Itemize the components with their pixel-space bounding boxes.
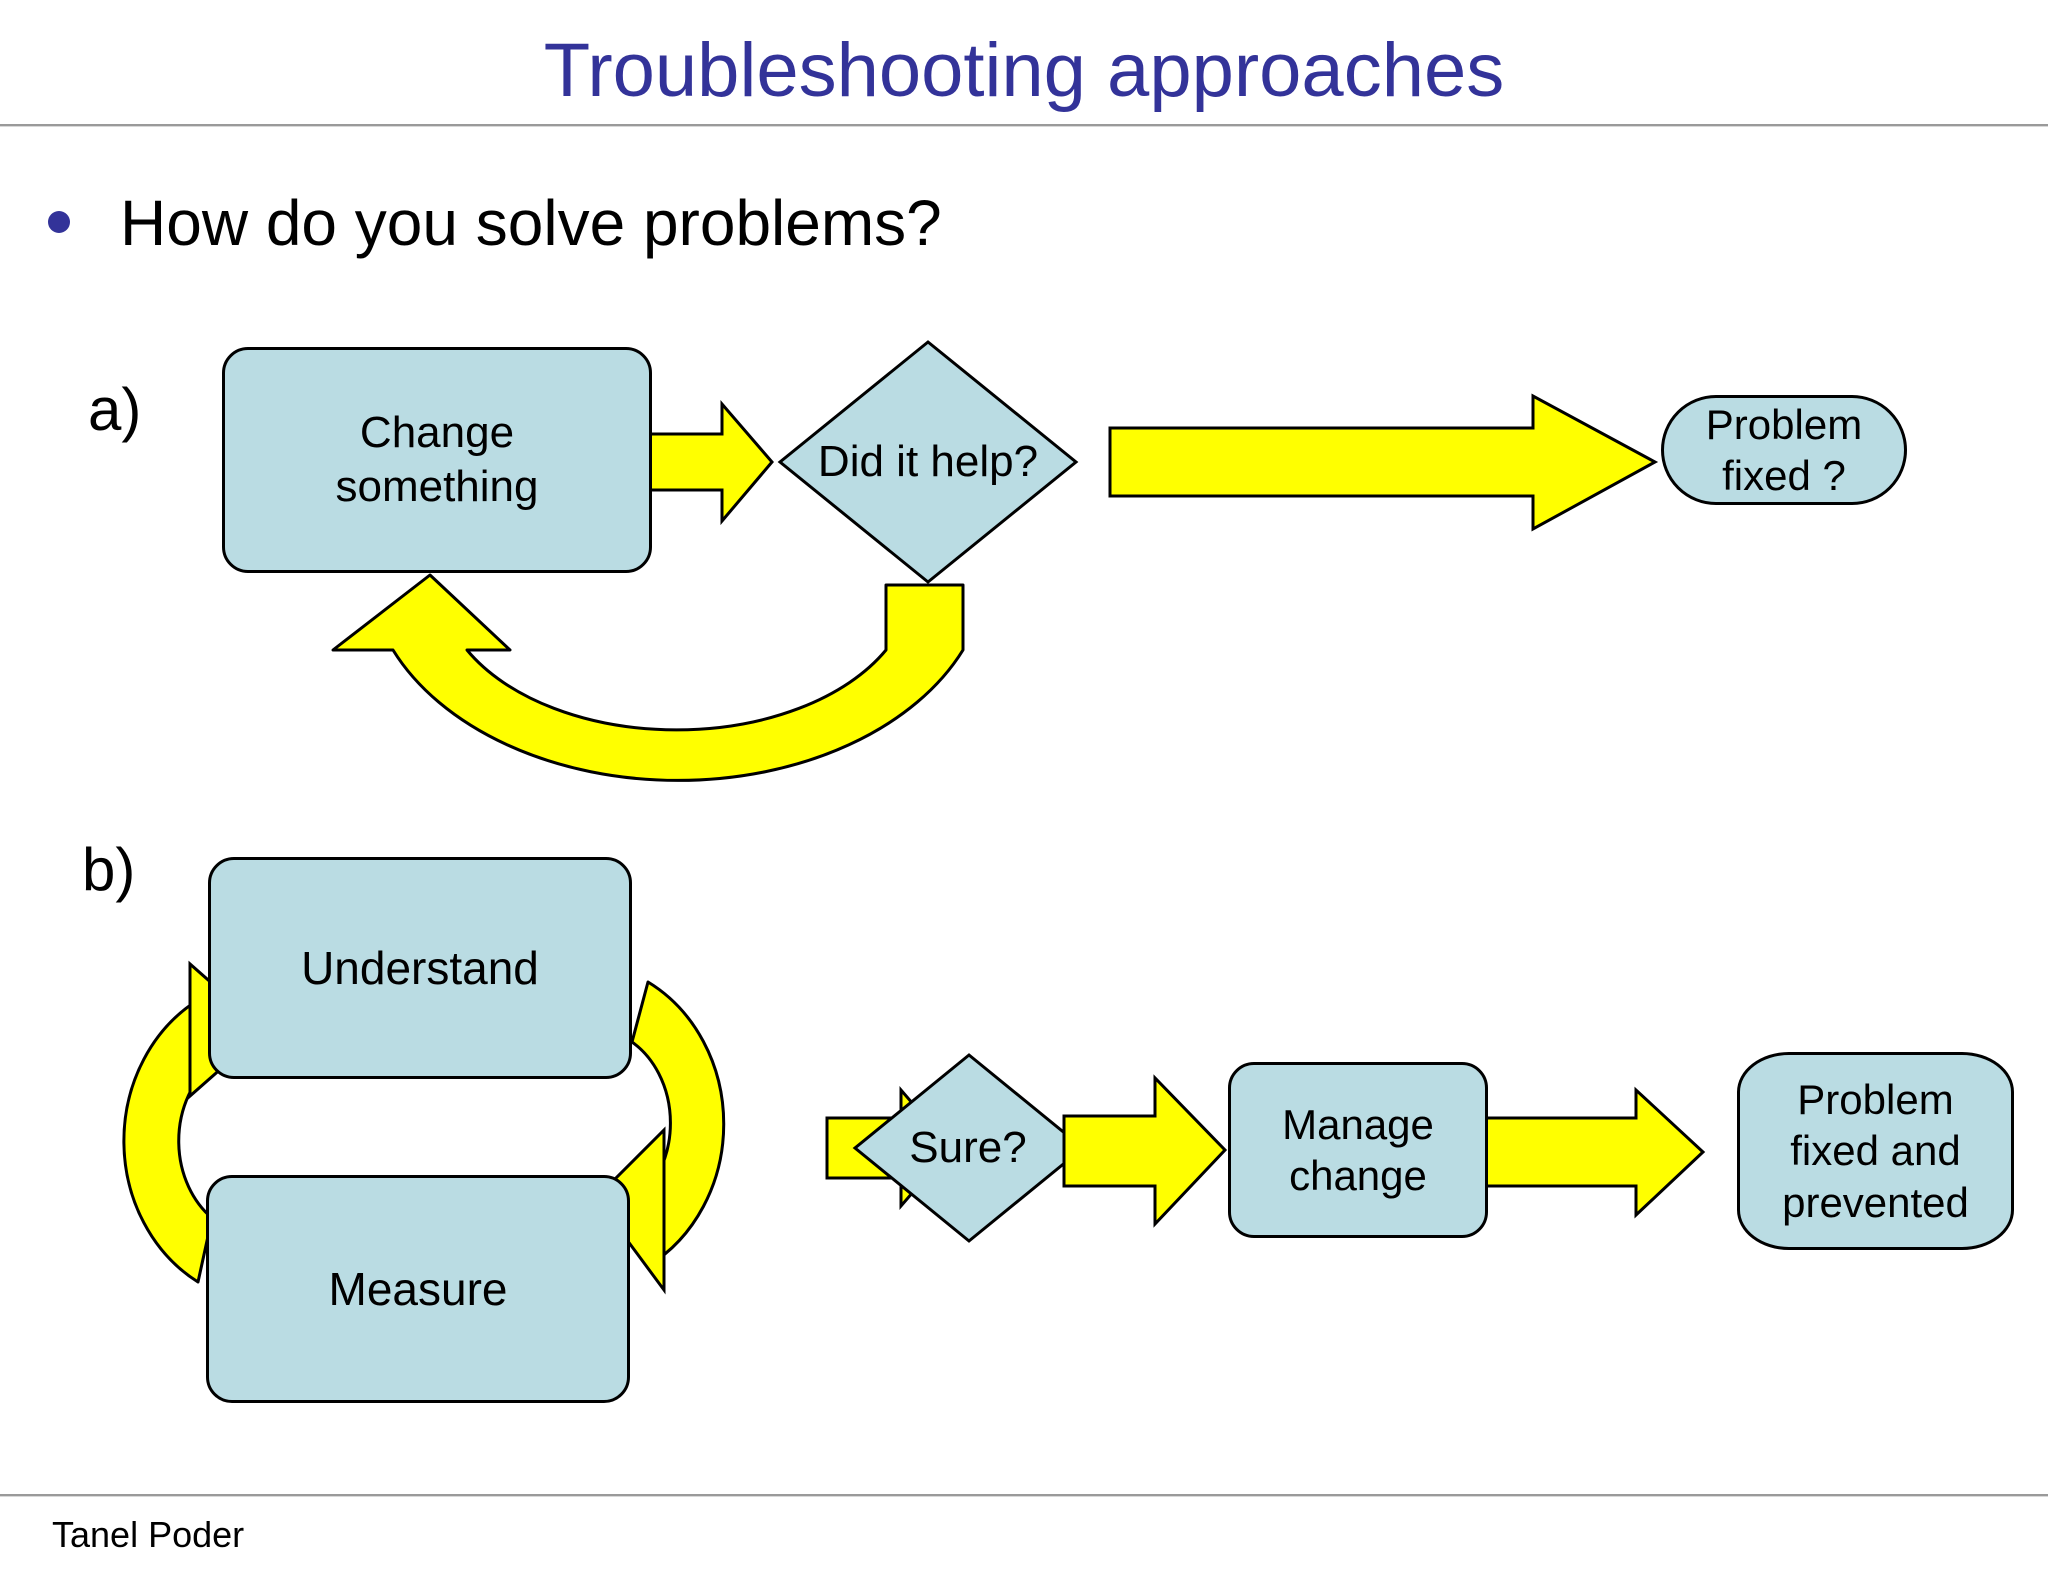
node-did-it-help-label: Did it help?	[817, 437, 1039, 486]
footer-author: Tanel Poder	[52, 1514, 245, 1555]
node-measure[interactable]: Measure	[206, 1175, 630, 1403]
bullet-dot-icon	[48, 211, 70, 233]
node-sure-label: Sure?	[909, 1123, 1027, 1172]
arrow-decision-to-outcome	[1108, 393, 1659, 532]
arrow-loop-back-to-change	[331, 573, 965, 782]
node-problem-fixed-label: Problem fixed ?	[1705, 400, 1863, 499]
bullet-row: How do you solve problems?	[48, 188, 942, 258]
arrow-change-to-decision	[648, 399, 774, 526]
node-problem-fixed-and-prevented-label: Problem fixed and prevented	[1782, 1076, 1969, 1226]
node-change-something[interactable]: Change something	[222, 347, 652, 573]
title-divider	[0, 124, 2048, 127]
footer-divider	[0, 1494, 2048, 1497]
arrow-understand-to-measure	[630, 980, 726, 1268]
bullet-text: How do you solve problems?	[120, 187, 942, 259]
node-change-something-label: Change something	[335, 408, 539, 511]
node-manage-change-label: Manage change	[1282, 1100, 1434, 1199]
arrow-sure-to-manage-change	[1062, 1074, 1228, 1228]
node-manage-change[interactable]: Manage change	[1228, 1062, 1488, 1238]
diagram-b-letter: b)	[82, 836, 136, 903]
node-measure-label: Measure	[328, 1262, 508, 1315]
arrow-measure-to-understand	[122, 998, 214, 1284]
node-problem-fixed-and-prevented[interactable]: Problem fixed and prevented	[1737, 1052, 2014, 1250]
node-problem-fixed[interactable]: Problem fixed ?	[1661, 395, 1907, 505]
diagram-a-letter: a)	[88, 376, 142, 443]
node-understand-label: Understand	[301, 941, 539, 994]
arrow-manage-change-to-outcome	[1483, 1086, 1706, 1219]
page-title: Troubleshooting approaches	[543, 28, 1505, 113]
node-understand[interactable]: Understand	[208, 857, 632, 1079]
